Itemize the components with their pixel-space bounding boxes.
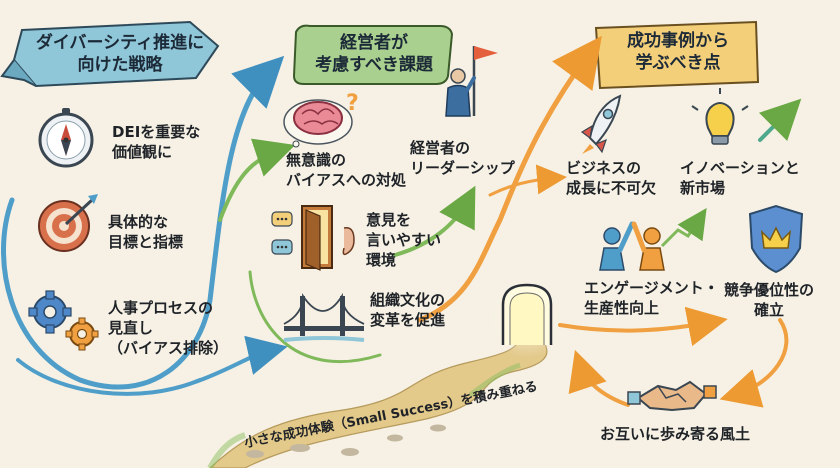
lessons-banner-line1: 成功事例から: [627, 31, 729, 51]
challenge-item-culture-line1: 組織文化の: [370, 291, 446, 309]
svg-text:?: ?: [346, 91, 359, 116]
challenge-item-voice-line3: 環境: [366, 251, 397, 269]
bridge-icon: [283, 292, 365, 342]
strategy-item-goals-line1: 具体的な: [108, 213, 169, 231]
strategy-banner-line1: ダイバーシティ推進に: [35, 33, 205, 53]
challenge-item-culture-line2: 変革を促進: [370, 311, 446, 329]
strategy-item-hr: 人事プロセスの 見直し （バイアス排除）: [108, 298, 228, 358]
crown-shield-icon: [748, 204, 804, 274]
compass-icon: [38, 108, 94, 168]
challenge-item-voice-line1: 意見を: [366, 211, 412, 229]
lesson-item-advantage: 競争優位性の 確立: [724, 280, 814, 320]
lesson-item-innovation: イノベーションと 新市場: [680, 158, 800, 198]
strategy-item-dei-line2: 価値観に: [112, 143, 173, 161]
handshake-icon: [627, 380, 717, 412]
lesson-item-growth: ビジネスの 成長に不可欠: [566, 158, 656, 198]
lightbulb-icon: [691, 88, 749, 145]
lesson-item-culture: お互いに歩み寄る風土: [600, 424, 750, 444]
strategy-banner: [0, 20, 220, 88]
challenge-item-leadership-line1: 経営者の: [410, 139, 471, 157]
success-gate-icon: [485, 278, 569, 358]
lesson-item-advantage-line2: 確立: [754, 301, 785, 319]
lesson-item-innovation-line2: 新市場: [680, 179, 726, 197]
high-five-icon: [599, 208, 707, 271]
strategy-flow-arrows: [1, 55, 288, 396]
lesson-item-engagement: エンゲージメント・ 生産性向上: [584, 278, 719, 318]
challenge-item-voice: 意見を 言いやすい 環境: [366, 210, 441, 270]
lesson-item-innovation-line1: イノベーションと: [680, 159, 800, 177]
challenges-banner-line2: 考慮すべき課題: [315, 55, 433, 75]
rocket-icon: [580, 94, 622, 154]
strategy-item-hr-line1: 人事プロセスの: [108, 299, 214, 317]
challenge-item-bias-line1: 無意識の: [286, 151, 347, 169]
strategy-banner-line2: 向けた戦略: [77, 55, 163, 75]
strategy-item-dei-line1: DEIを重要な: [112, 123, 201, 141]
lessons-banner-line2: 学ぶべき点: [635, 53, 721, 73]
challenge-item-bias-line2: バイアスへの対処: [286, 171, 407, 189]
challenges-banner-title: 経営者が 考慮すべき課題: [300, 32, 448, 76]
challenges-banner-line1: 経営者が: [340, 33, 408, 53]
brain-icon: ?: [283, 91, 359, 148]
lessons-flow-arrows: [417, 35, 802, 408]
target-icon: [38, 194, 98, 252]
leader-flag-icon: [445, 46, 498, 117]
strategy-item-dei: DEIを重要な 価値観に: [112, 122, 200, 162]
challenge-item-bias: 無意識の バイアスへの対処: [286, 150, 406, 190]
strategy-item-hr-line2: 見直し: [108, 319, 154, 337]
challenge-item-leadership: 経営者の リーダーシップ: [410, 138, 515, 178]
challenge-item-culture: 組織文化の 変革を促進: [370, 290, 445, 330]
lesson-item-culture-line1: お互いに歩み寄る風土: [600, 425, 751, 443]
lesson-item-advantage-line1: 競争優位性の: [724, 281, 815, 299]
lessons-banner-title: 成功事例から 学ぶべき点: [600, 30, 756, 74]
door-ear-icon: [271, 205, 355, 271]
strategy-item-goals-line2: 目標と指標: [108, 233, 184, 251]
challenge-item-voice-line2: 言いやすい: [366, 231, 442, 249]
lesson-item-engagement-line2: 生産性向上: [584, 299, 660, 317]
challenge-item-leadership-line2: リーダーシップ: [410, 159, 515, 177]
lesson-item-growth-line1: ビジネスの: [566, 159, 642, 177]
strategy-item-goals: 具体的な 目標と指標: [108, 212, 183, 252]
lesson-item-engagement-line1: エンゲージメント・: [584, 279, 719, 297]
strategy-item-hr-line3: （バイアス排除）: [108, 339, 229, 357]
challenges-banner: [292, 24, 454, 85]
lesson-item-growth-line2: 成長に不可欠: [566, 179, 657, 197]
gears-icon: [28, 290, 99, 351]
strategy-banner-title: ダイバーシティ推進に 向けた戦略: [30, 32, 210, 76]
challenges-flow-arrows: [218, 138, 476, 364]
